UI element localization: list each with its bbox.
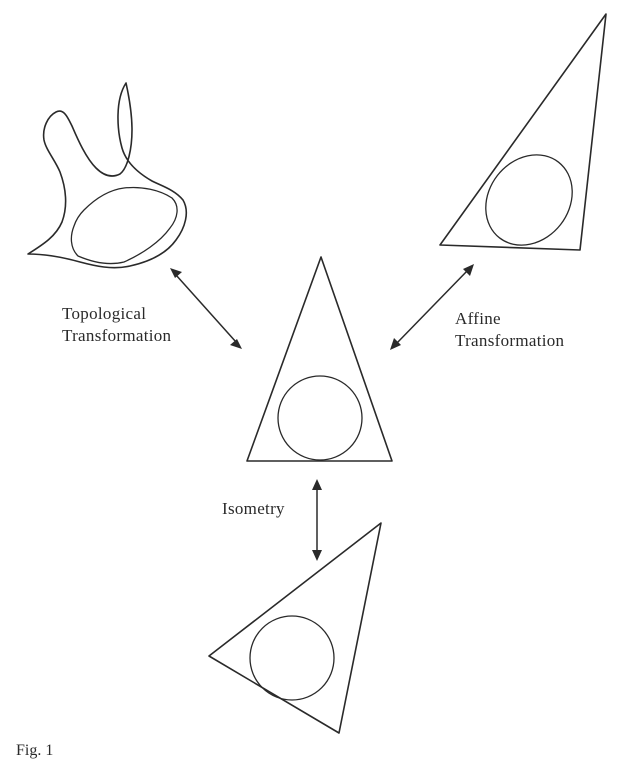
topological-label-line-2: Transformation (62, 326, 172, 345)
arrowhead (463, 264, 474, 276)
central-inscribed-circle (277, 375, 363, 461)
isometry-inscribed-circle (249, 615, 335, 701)
isometry-label: Isometry (222, 499, 285, 518)
affine-triangle-group (439, 13, 607, 251)
central-triangle (246, 256, 393, 462)
arrowhead (170, 268, 182, 278)
topological-label-line-1: Topological (62, 304, 147, 323)
affine-triangle (439, 13, 607, 251)
figure-caption: Fig. 1 (16, 742, 54, 759)
isometry-triangle (208, 522, 382, 734)
arrowhead (390, 338, 401, 350)
affine-ellipse (485, 154, 573, 246)
topological-shape-group (27, 82, 188, 269)
topological-outline (27, 82, 188, 269)
affine-label-line-1: Affine (455, 309, 501, 328)
affine-label-line-2: Transformation (455, 331, 565, 350)
topological-inner-loop (70, 186, 178, 265)
topological-transformation-label: Topological Transformation (62, 303, 171, 347)
arrow-topological (170, 268, 242, 349)
central-triangle-group (246, 256, 393, 462)
arrowhead (230, 339, 242, 349)
arrow-affine (390, 264, 474, 350)
isometry-triangle-group (208, 522, 382, 734)
arrowhead (312, 550, 322, 561)
affine-transformation-label: Affine Transformation (455, 308, 564, 352)
arrowhead (312, 479, 322, 490)
arrow-isometry (312, 479, 322, 561)
